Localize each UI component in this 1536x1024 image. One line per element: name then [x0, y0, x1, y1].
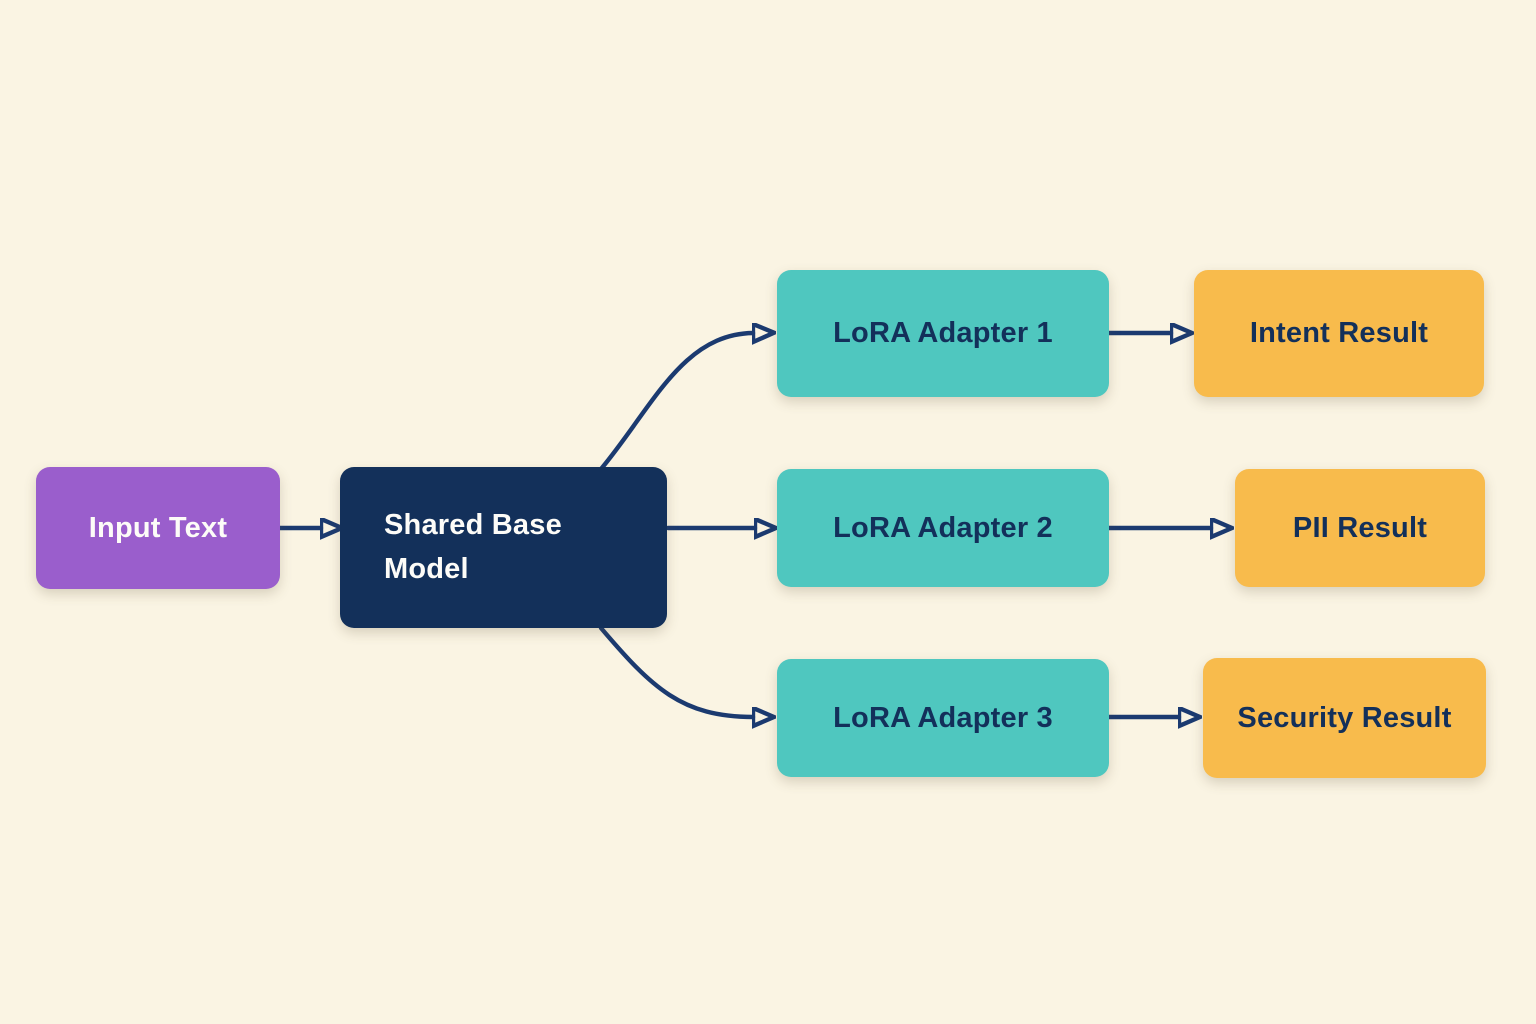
node-input-text-label: Input Text	[88, 511, 228, 544]
node-lora-adapter-3-label: LoRA Adapter 3	[833, 701, 1053, 734]
node-intent-result: Intent Result	[1194, 270, 1484, 397]
edge-base-to-adapter1	[598, 333, 753, 472]
node-shared-base-model: Shared Base Model	[340, 467, 667, 628]
node-lora-adapter-3: LoRA Adapter 3	[777, 659, 1109, 777]
node-lora-adapter-2-label: LoRA Adapter 2	[833, 511, 1053, 544]
node-lora-adapter-2: LoRA Adapter 2	[777, 469, 1109, 587]
node-intent-result-label: Intent Result	[1249, 317, 1429, 349]
node-pii-result: PII Result	[1235, 469, 1485, 587]
node-security-result: Security Result	[1203, 658, 1486, 778]
node-lora-adapter-1-label: LoRA Adapter 1	[833, 317, 1053, 349]
node-input-text: Input Text	[36, 467, 280, 589]
node-shared-base-model-label: Shared Base Model	[384, 509, 562, 585]
node-pii-result-label: PII Result	[1292, 511, 1428, 544]
node-security-result-label: Security Result	[1237, 701, 1452, 734]
edge-base-to-adapter3	[598, 625, 753, 717]
node-lora-adapter-1: LoRA Adapter 1	[777, 270, 1109, 397]
